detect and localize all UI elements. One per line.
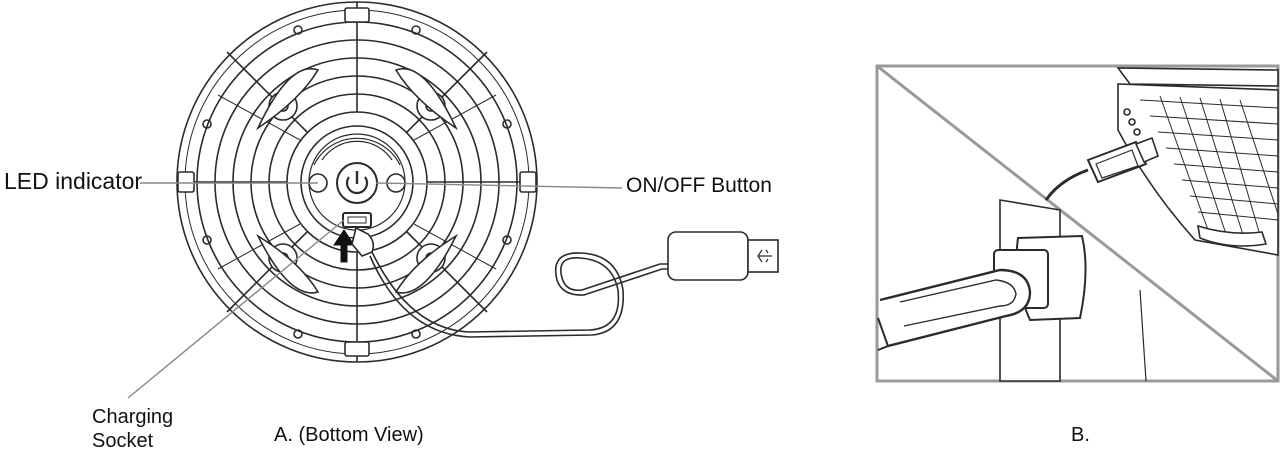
charging-socket <box>342 212 372 228</box>
charging-socket-label: Charging Socket <box>92 405 173 453</box>
usb-plug-laptop <box>1044 136 1159 201</box>
panel-b-caption: B. <box>1071 424 1090 446</box>
panel-b-illustration <box>875 64 1280 383</box>
usb-plug-connector <box>747 239 779 273</box>
drone-bottom-view <box>176 1 538 363</box>
propeller-motor-top-left <box>256 67 320 131</box>
charging-socket-label-line1: Charging <box>92 406 174 428</box>
propeller-motor-top-right <box>394 67 458 131</box>
insert-arrow-icon <box>333 229 355 263</box>
on-off-button-label: ON/OFF Button <box>626 174 772 197</box>
usb-plug-adapter <box>877 268 1032 351</box>
leader-lines <box>127 182 623 399</box>
charging-socket-label-line2: Socket <box>92 430 154 452</box>
usb-plug-body <box>667 231 749 281</box>
panel-b-divider <box>876 64 1279 383</box>
laptop <box>1116 67 1279 256</box>
usb-charging-cable <box>351 226 779 338</box>
led-indicator-label: LED indicator <box>4 168 143 194</box>
on-off-button <box>336 162 378 204</box>
panel-a-caption: A. (Bottom View) <box>274 424 424 446</box>
